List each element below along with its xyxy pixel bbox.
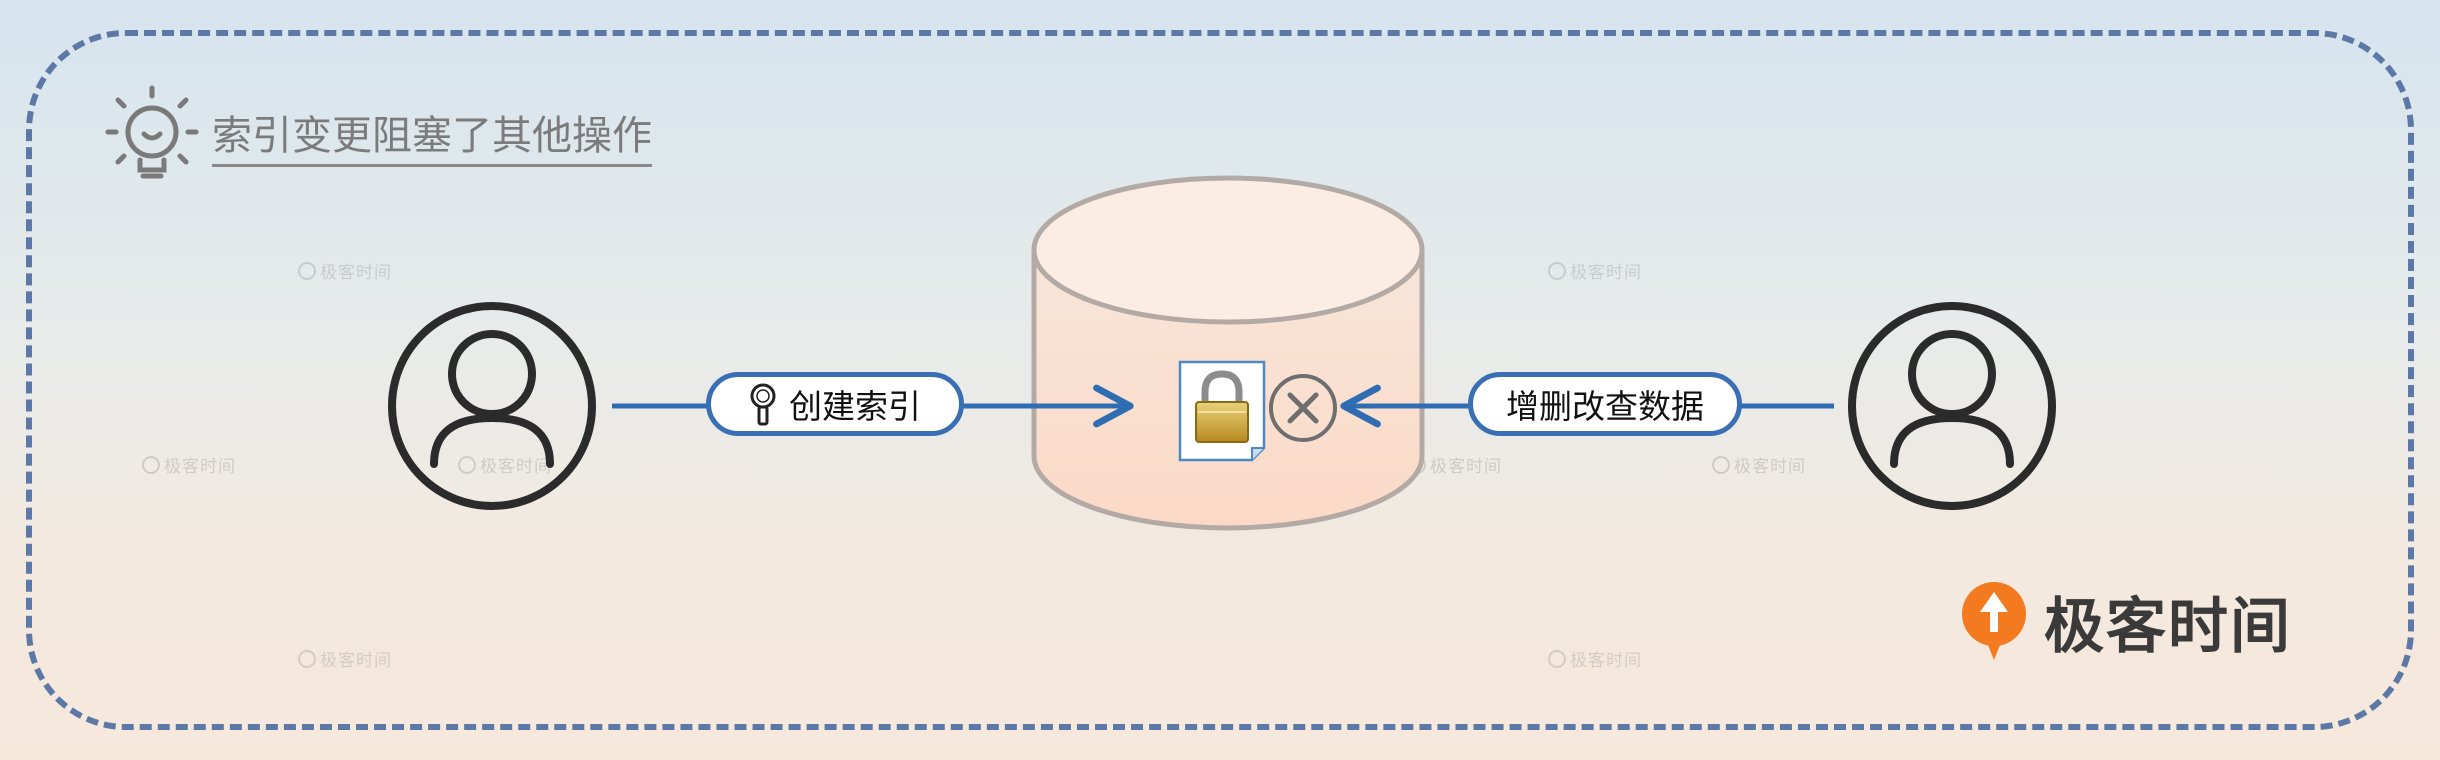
- watermark: 极客时间: [298, 258, 392, 283]
- padlock-icon: [1178, 360, 1266, 462]
- dashed-frame: [26, 30, 2414, 730]
- brand-logo-spacer: [1956, 584, 2032, 660]
- user-icon: [1848, 302, 2056, 510]
- magnifier-icon: [749, 382, 777, 426]
- create-index-label: 创建索引: [706, 372, 964, 436]
- user-icon: [388, 302, 596, 510]
- watermark: 极客时间: [298, 646, 392, 671]
- watermark: 极客时间: [1548, 258, 1642, 283]
- blocked-x-icon: [1269, 374, 1337, 442]
- lightbulb-icon: [105, 85, 199, 179]
- diagram-title: 索引变更阻塞了其他操作: [212, 112, 652, 167]
- watermark: 极客时间: [1408, 452, 1502, 477]
- brand-logo: 极客时间: [1956, 578, 2292, 665]
- database-icon: [1031, 175, 1425, 531]
- title-block: 索引变更阻塞了其他操作: [112, 94, 652, 184]
- brand-name: 极客时间: [2044, 592, 2292, 662]
- crud-data-label: 增删改查数据: [1468, 372, 1742, 436]
- watermark: 极客时间: [1712, 452, 1806, 477]
- create-index-text: 创建索引: [789, 387, 921, 426]
- title-icon-spacer: [112, 99, 192, 179]
- crud-data-text: 增删改查数据: [1506, 387, 1704, 426]
- watermark: 极客时间: [458, 452, 552, 477]
- watermark: 极客时间: [142, 452, 236, 477]
- watermark: 极客时间: [1548, 646, 1642, 671]
- brand-logo-icon: [1962, 582, 2026, 660]
